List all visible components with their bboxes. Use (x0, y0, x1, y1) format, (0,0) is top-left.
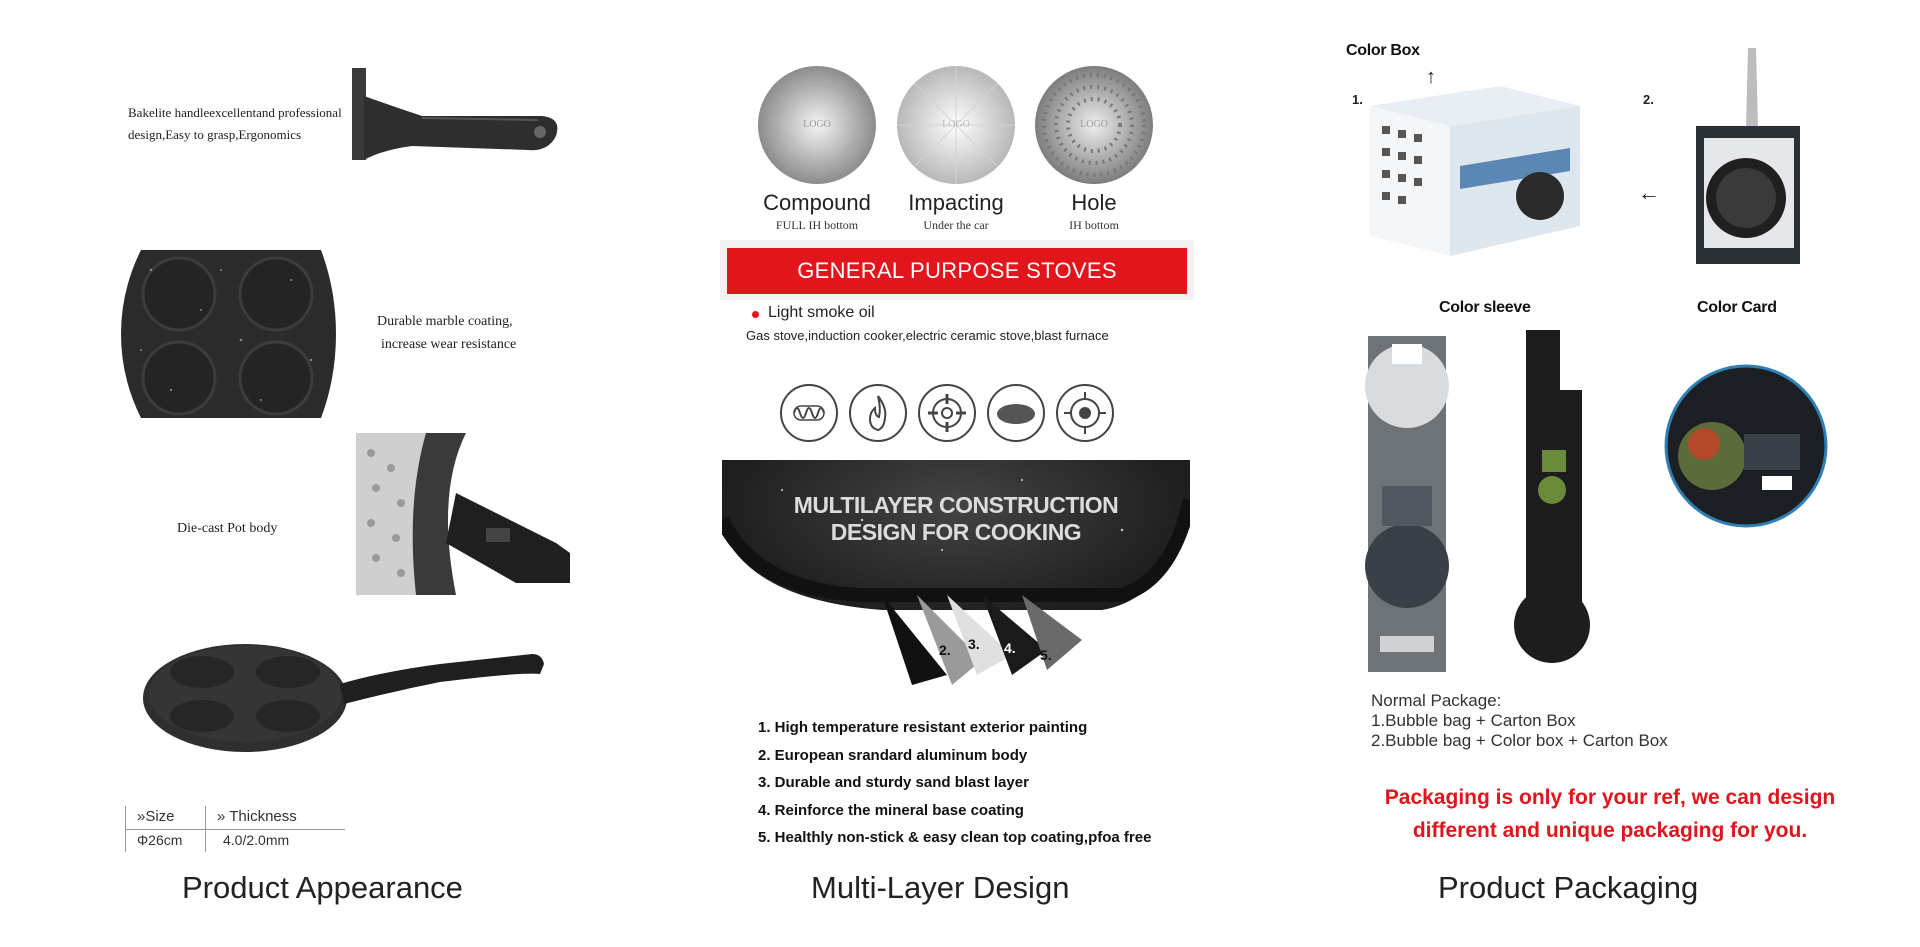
electric-hob-icon (1056, 384, 1114, 442)
coating-description-line2: increase wear resistance (381, 337, 517, 352)
title-product-packaging: Product Packaging (1438, 870, 1699, 905)
layer-item-5: 5. Healthly non-stick & easy clean top c… (758, 829, 1152, 846)
normal-package-label: Normal Package: (1371, 691, 1502, 710)
flame-icon (849, 384, 907, 442)
disc-hole-logo: LOGO (1080, 119, 1108, 130)
color-sleeve-grey-image (1365, 336, 1449, 672)
color-card-heading: Color Card (1697, 299, 1777, 316)
disc-hole-label: Hole (1071, 190, 1117, 215)
light-smoke-oil-text: Light smoke oil (768, 304, 875, 321)
color-box-image (1370, 86, 1580, 256)
title-product-appearance: Product Appearance (182, 870, 463, 905)
construction-title-line2: DESIGN FOR COOKING (830, 519, 1082, 545)
disc-compound-image (758, 66, 876, 184)
package-option-1: 1.Bubble bag + Carton Box (1371, 711, 1576, 730)
size-label: »Size (137, 808, 175, 825)
induction-coil-icon (780, 384, 838, 442)
arrow-left-icon: ← (1638, 180, 1660, 205)
disc-compound-sub: FULL IH bottom (775, 218, 859, 232)
ceramic-plate-icon (987, 384, 1045, 442)
construction-title-line1: MULTILAYER CONSTRUCTION (793, 492, 1119, 518)
stoves-list-text: Gas stove,induction cooker,electric cera… (746, 328, 1109, 343)
marble-coating-image (121, 250, 336, 418)
color-box-window-image (1696, 48, 1800, 264)
gas-burner-icon (918, 384, 976, 442)
layer-marker-1: 1. (907, 650, 919, 666)
double-chevron-icon: » (137, 808, 146, 825)
pancake-pan-image (143, 644, 544, 752)
layer-item-3: 3. Durable and sturdy sand blast layer (758, 774, 1029, 791)
package-number-1: 1. (1352, 92, 1363, 107)
arrow-up-icon: ↑ (1426, 66, 1436, 88)
layer-marker-4: 4. (1004, 640, 1016, 656)
general-purpose-stoves-banner: GENERAL PURPOSE STOVES (727, 248, 1187, 294)
disc-hole-image (1035, 66, 1153, 184)
layer-item-1: 1. High temperature resistant exterior p… (758, 719, 1088, 736)
handle-description: Bakelite handleexcellentand professional… (128, 105, 342, 142)
color-sleeve-heading: Color sleeve (1439, 299, 1531, 316)
disc-compound-label: Compound (763, 190, 871, 215)
layer-marker-5: 5. (1040, 647, 1052, 663)
packaging-note-line2: different and unique packaging for you. (1412, 819, 1808, 842)
package-option-2: 2.Bubble bag + Color box + Carton Box (1371, 731, 1668, 750)
packaging-note-line1: Packaging is only for your ref, we can d… (1384, 786, 1836, 809)
spec-table: »Size » Thickness Φ26cm 4.0/2.0mm (125, 806, 345, 852)
layer-list: 1. High temperature resistant exterior p… (758, 714, 1151, 852)
thickness-value: 4.0/2.0mm (223, 832, 290, 848)
die-cast-pot-body-image (356, 433, 570, 595)
title-multilayer-design: Multi-Layer Design (811, 870, 1070, 905)
double-chevron-icon: » (217, 808, 230, 825)
bullet-dot-icon (752, 311, 759, 318)
layer-item-4: 4. Reinforce the mineral base coating (758, 801, 1024, 819)
disc-impacting-logo: LOGO (942, 119, 970, 130)
packaging-note: Packaging is only for your ref, we can d… (1360, 781, 1860, 847)
coating-description-line1: Durable marble coating, (377, 314, 513, 329)
package-number-2: 2. (1643, 92, 1654, 107)
size-value: Φ26cm (137, 832, 183, 848)
pot-body-description: Die-cast Pot body (177, 521, 278, 536)
color-box-heading: Color Box (1346, 42, 1420, 59)
multilayer-construction-panel: MULTILAYER CONSTRUCTION DESIGN FOR COOKI… (722, 460, 1190, 690)
disc-hole-sub: IH bottom (1069, 218, 1119, 232)
disc-impacting-sub: Under the car (923, 218, 989, 232)
bakelite-handle-image (352, 68, 558, 160)
thickness-label: » Thickness (217, 808, 297, 825)
color-sleeve-black-image (1514, 330, 1590, 663)
disc-compound-logo: LOGO (803, 119, 831, 130)
layer-marker-3: 3. (968, 636, 980, 652)
disc-impacting-image (897, 66, 1015, 184)
disc-impacting-label: Impacting (908, 190, 1004, 215)
color-card-image (1664, 364, 1828, 528)
layer-item-2: 2. European srandard aluminum body (758, 746, 1028, 764)
layer-marker-2: 2. (939, 642, 951, 658)
